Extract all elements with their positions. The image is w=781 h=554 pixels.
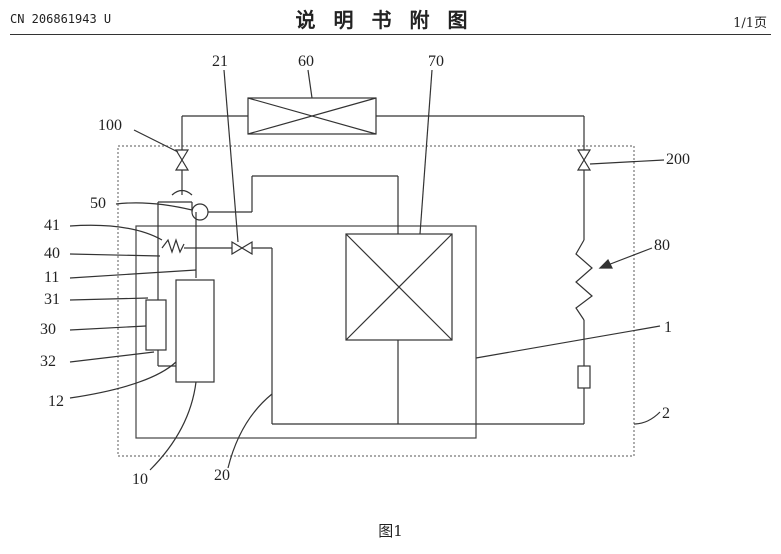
label-80: 80 [654,237,670,254]
fuse [577,365,591,389]
label-200: 200 [666,151,690,168]
header-rule [10,34,771,35]
box-1 [135,225,477,439]
label-41: 41 [44,217,60,234]
label-100: 100 [98,117,122,134]
label-40: 40 [44,245,60,262]
valve-21 [231,240,244,256]
label-2: 2 [662,405,670,422]
label-50: 50 [90,195,106,212]
valve-100 [174,149,190,162]
label-30: 30 [40,321,56,338]
housing-2 [117,145,635,457]
component-10 [175,279,215,383]
label-12: 12 [48,393,64,410]
label-32: 32 [40,353,56,370]
label-20: 20 [214,467,230,484]
heater-41 [161,238,185,254]
page-number: 1/1页 [733,16,767,31]
label-31: 31 [44,291,60,308]
label-70: 70 [428,53,444,70]
publication-number: CN 206861943 U [10,12,112,26]
label-21: 21 [212,53,228,70]
figure-caption: 图1 [378,522,403,540]
resistor-80 [575,239,593,321]
valve-200 [576,149,592,162]
component-30 [145,299,167,351]
component-50 [191,203,209,221]
label-11: 11 [44,269,59,286]
page-title: 说明书附图 [295,8,486,32]
label-60: 60 [298,53,314,70]
label-10: 10 [132,471,148,488]
component-70 [345,233,453,341]
label-1: 1 [664,319,672,336]
